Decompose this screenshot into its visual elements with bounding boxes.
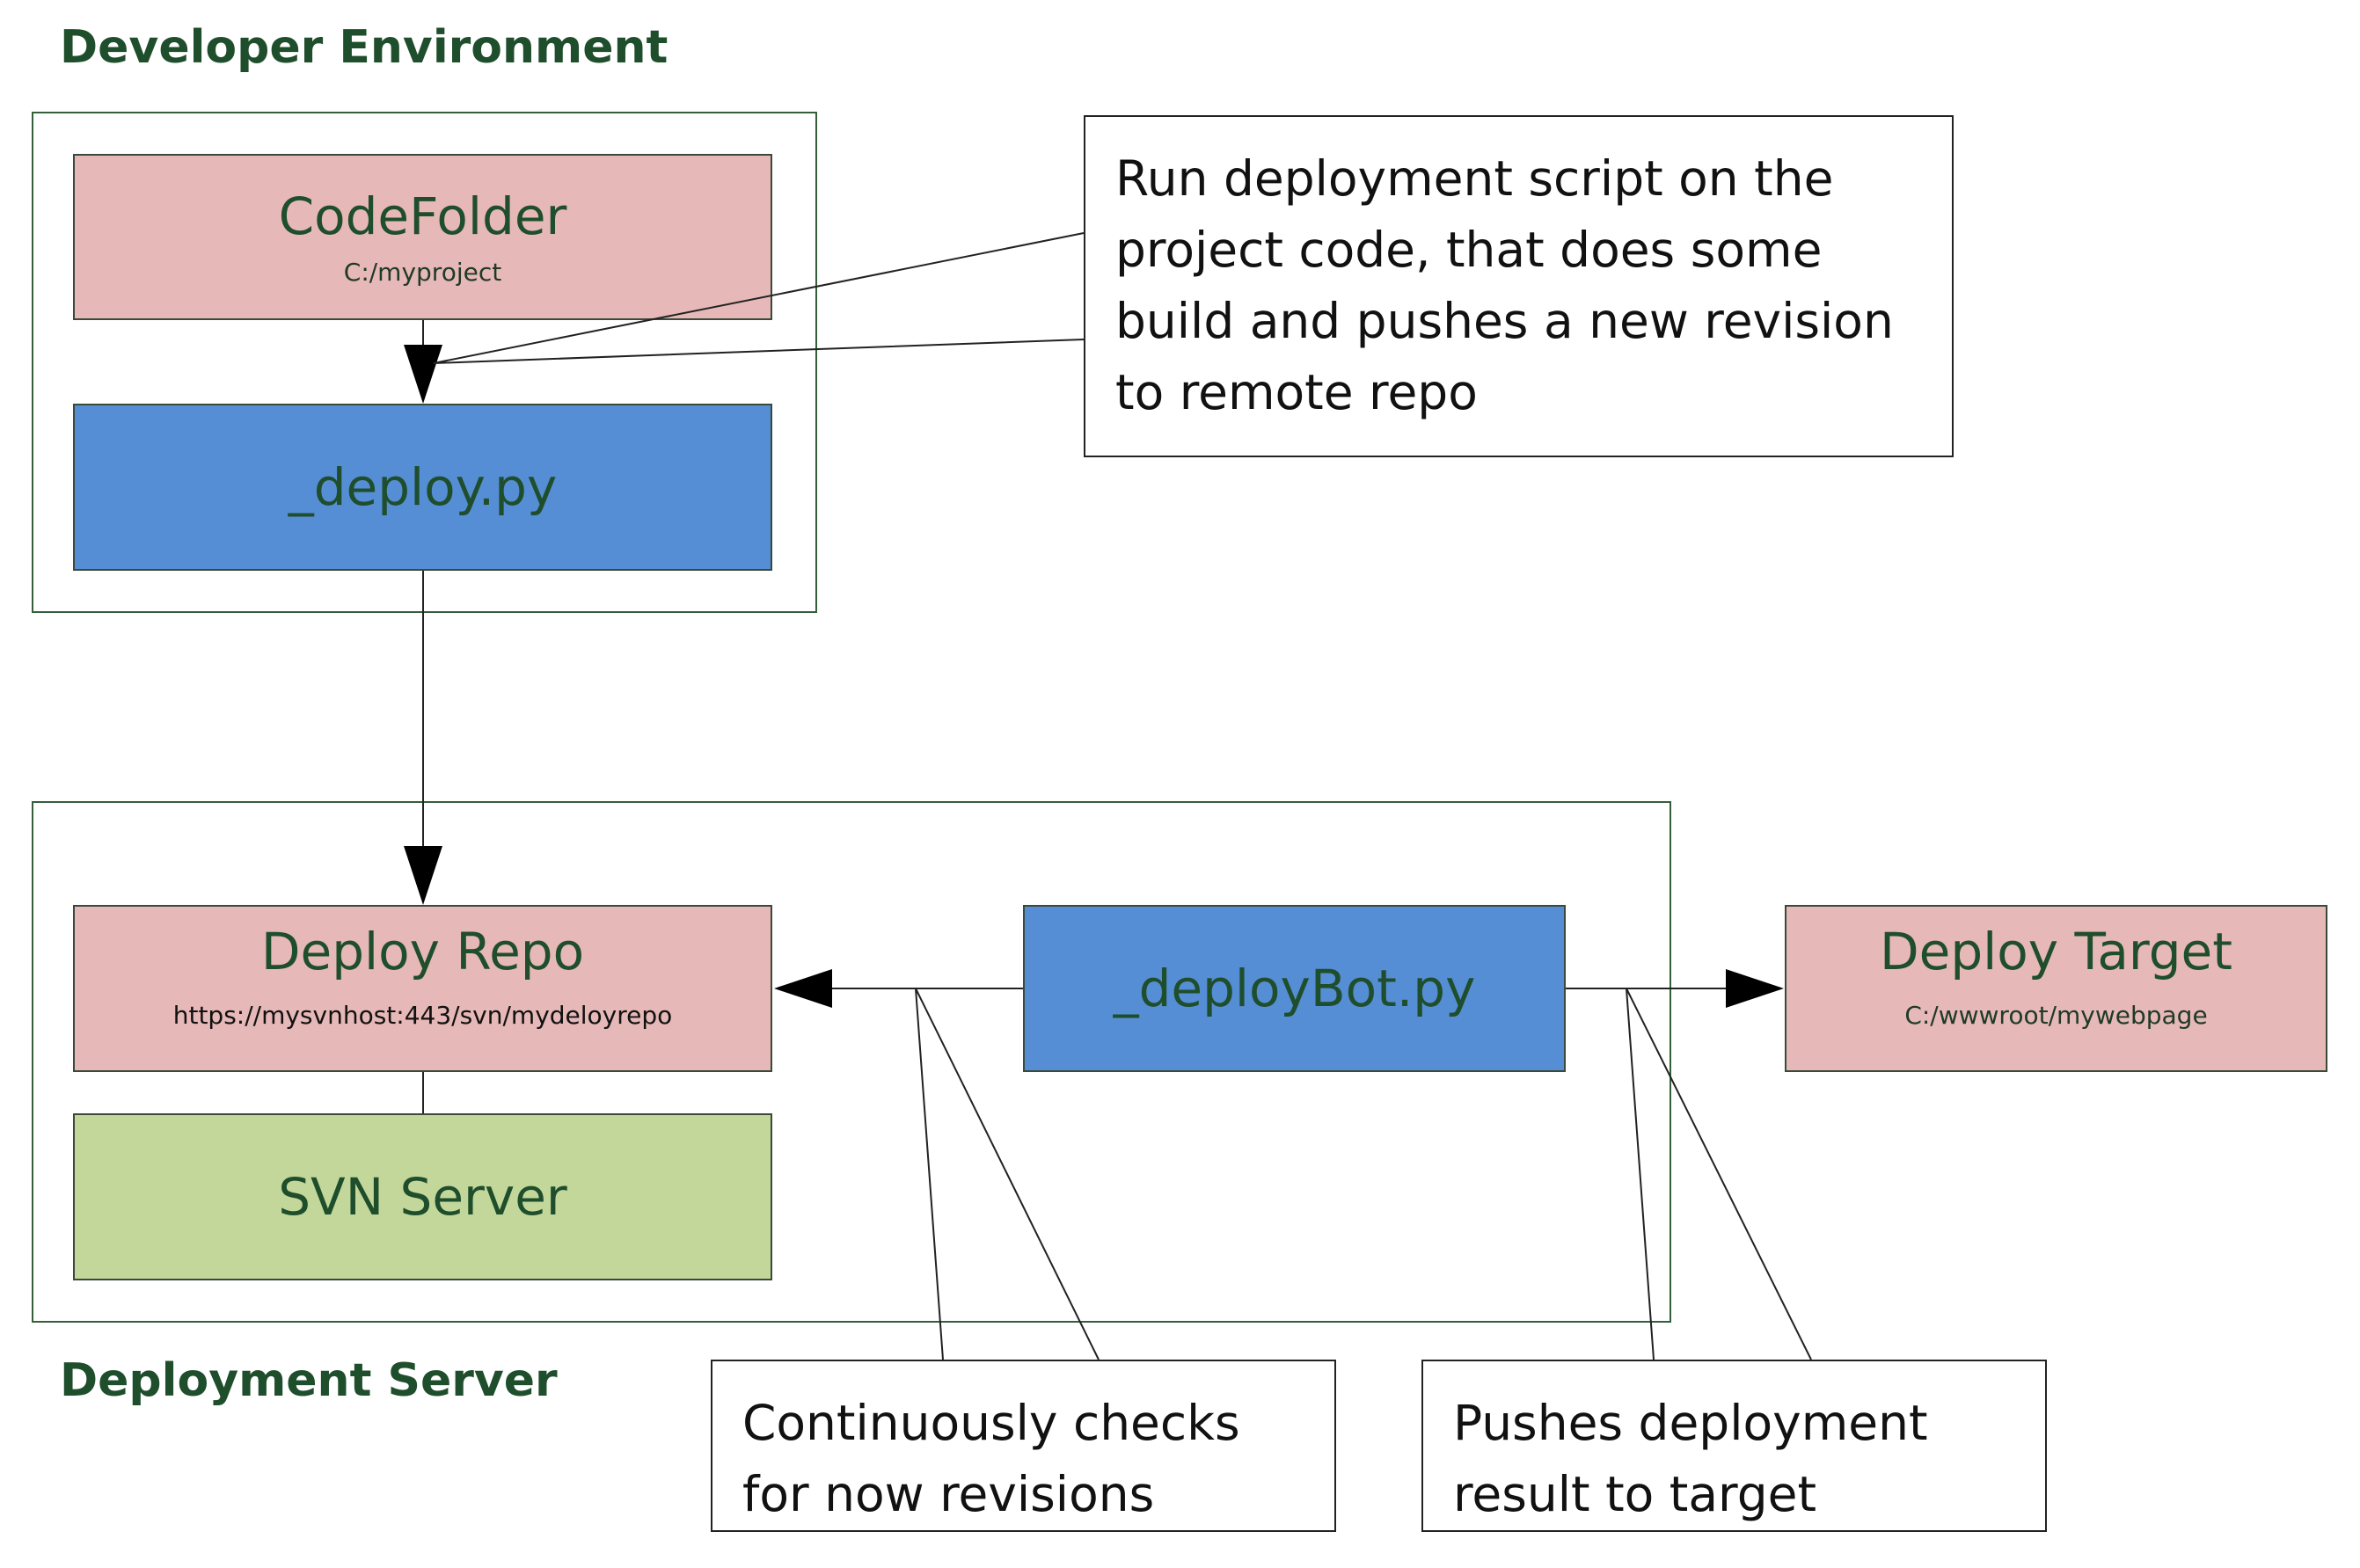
bot-to-target-arrowhead: [1726, 969, 1784, 1008]
deploy-repo-label: Deploy Repo: [260, 922, 585, 981]
deploy-to-repo-arrowhead: [404, 846, 442, 905]
developer-environment-title: Developer Environment: [60, 21, 669, 74]
deploy-repo-url: https://mysvnhost:443/svn/mydeloyrepo: [172, 1000, 673, 1030]
run-deploy-callout: Run deployment script on the project cod…: [1084, 115, 1954, 457]
run-deploy-line-3: build and pushes a new revision: [1115, 293, 1894, 349]
deploy-target-node[interactable]: Deploy Target C:/wwwroot/mywebpage: [1785, 905, 2327, 1072]
code-folder-path: C:/myproject: [343, 258, 502, 288]
deploy-target-label: Deploy Target: [1880, 922, 2232, 981]
deploy-script-label: _deploy.py: [288, 456, 558, 517]
bot-to-repo-arrowhead: [774, 969, 832, 1008]
checks-callout: Continuously checks for now revisions: [711, 1360, 1336, 1532]
codefolder-to-deploy-arrowhead: [404, 345, 442, 404]
svn-server-label: SVN Server: [278, 1166, 567, 1227]
checks-line-2: for now revisions: [742, 1466, 1155, 1522]
deploy-bot-label: _deployBot.py: [1113, 958, 1476, 1018]
pushes-callout: Pushes deployment result to target: [1421, 1360, 2047, 1532]
pushes-line-2: result to target: [1453, 1466, 1817, 1522]
run-deploy-line-1: Run deployment script on the: [1115, 150, 1834, 207]
pushes-callout-pointer: [1626, 988, 1812, 1360]
deploy-bot-node[interactable]: _deployBot.py: [1023, 905, 1566, 1072]
run-deploy-line-4: to remote repo: [1115, 364, 1478, 420]
code-folder-label: CodeFolder: [278, 186, 567, 246]
code-folder-node[interactable]: CodeFolder C:/myproject: [73, 154, 772, 320]
checks-line-1: Continuously checks: [742, 1395, 1240, 1451]
deploy-script-node[interactable]: _deploy.py: [73, 404, 772, 571]
run-deploy-line-2: project code, that does some: [1115, 222, 1823, 278]
deployment-server-frame: [32, 801, 1671, 1323]
deploy-repo-node[interactable]: Deploy Repo https://mysvnhost:443/svn/my…: [73, 905, 772, 1072]
pushes-line-1: Pushes deployment: [1453, 1395, 1928, 1451]
deploy-target-path: C:/wwwroot/mywebpage: [1904, 1000, 2208, 1030]
checks-callout-pointer: [915, 988, 1100, 1360]
svn-server-node[interactable]: SVN Server: [73, 1113, 772, 1280]
deployment-server-title: Deployment Server: [60, 1354, 558, 1407]
run-deploy-callout-pointer: [433, 232, 1085, 364]
developer-environment-frame: [32, 112, 817, 613]
